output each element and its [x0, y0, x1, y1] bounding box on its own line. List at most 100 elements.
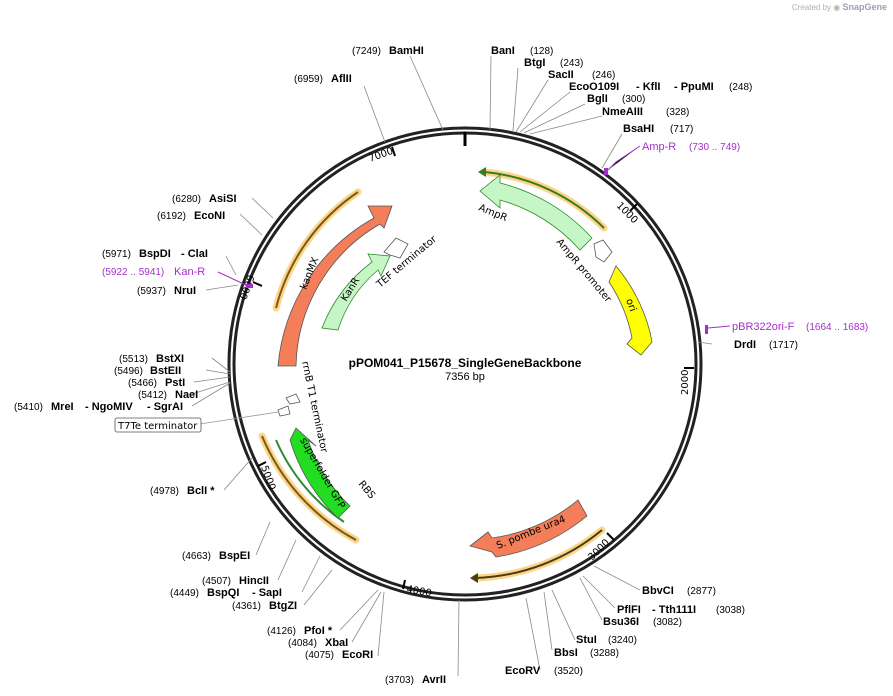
- enzyme-name: BstEII: [150, 365, 181, 377]
- enzyme-pos: (4361): [232, 601, 261, 612]
- enzyme-name: BstXI: [156, 353, 184, 365]
- kanmx-orf-line: [275, 191, 359, 309]
- primer-name: Amp-R: [642, 141, 676, 153]
- enzyme-name-3: - PpuMI: [674, 81, 714, 93]
- plasmid-name: pPOM041_P15678_SingleGeneBackbone: [349, 356, 582, 370]
- t7te-leader: [199, 411, 279, 425]
- primer-label-pbr322ori: pBR322ori-F (1664 .. 1683): [732, 321, 868, 333]
- enzyme-pos: (3703): [385, 675, 414, 686]
- enzyme-pos: (3082): [653, 617, 682, 628]
- enzyme-label-ecori: (4075) EcoRI: [305, 649, 373, 661]
- ampr-orf-line: [484, 171, 605, 229]
- enzyme-pos: (3038): [716, 605, 745, 616]
- enzyme-pos: (6192): [157, 211, 186, 222]
- enzyme-name-2: - Tth111I: [652, 604, 696, 616]
- enzyme-name: EcoRV: [505, 665, 541, 677]
- tick-label-4000: 4000: [405, 584, 432, 599]
- enzyme-label-econi: (6192) EcoNI: [157, 210, 225, 222]
- enzyme-pos: (4084): [288, 638, 317, 649]
- enzyme-pos: (2877): [687, 586, 716, 597]
- plasmid-length: 7356 bp: [445, 371, 485, 383]
- enzyme-pos: (5412): [138, 390, 167, 401]
- enzyme-name: BamHI: [389, 45, 424, 57]
- enzyme-pos: (5971): [102, 249, 131, 260]
- enzyme-label-hincii: (4507) HincII: [202, 575, 269, 587]
- primer-range: (730 .. 749): [689, 142, 740, 153]
- enzyme-name: DrdI: [734, 339, 756, 351]
- enzyme-pos: (4126): [267, 626, 296, 637]
- t7te-label: T7Te terminator: [117, 421, 198, 432]
- enzyme-pos: (5466): [128, 378, 157, 389]
- primer-label-kanr: (5922 .. 5941) Kan-R: [102, 266, 205, 278]
- enzyme-name: PflFI: [617, 604, 641, 616]
- enzyme-name: BspDI: [139, 248, 171, 260]
- enzyme-label-bsahi: BsaHI (717): [623, 123, 693, 135]
- ura4-feature: [469, 499, 588, 558]
- enzyme-name: HincII: [239, 575, 269, 587]
- enzyme-label-xbai: (4084) XbaI: [288, 637, 348, 649]
- enzyme-name-3: - SgrAI: [147, 401, 183, 413]
- enzyme-pos: (4507): [202, 576, 231, 587]
- enzyme-label-aflii: (6959) AflII: [294, 73, 352, 85]
- enzyme-label-stui: StuI (3240): [576, 634, 637, 646]
- sfgfp-orf-line: [261, 435, 357, 541]
- backbone-outer: [227, 126, 703, 602]
- enzyme-name: PfoI *: [304, 625, 333, 637]
- ura4-orf-line: [475, 529, 603, 579]
- enzyme-name: MreI: [51, 401, 74, 413]
- enzyme-label-ecorv: EcoRV (3520): [505, 665, 583, 677]
- enzyme-label-bstxi: (5513) BstXI: [119, 353, 184, 365]
- enzyme-label-mrei: (5410) MreI - NgoMIV - SgrAI: [14, 401, 183, 413]
- rrnb-terminator-feature: [285, 393, 301, 405]
- enzyme-name: BspQI: [207, 587, 239, 599]
- enzyme-pos: (328): [666, 107, 689, 118]
- enzyme-name-2: - KflI: [636, 81, 660, 93]
- enzyme-pos: (4978): [150, 486, 179, 497]
- enzyme-label-bamhi: (7249) BamHI: [352, 45, 424, 57]
- enzyme-label-bspei: (4663) BspEI: [182, 550, 250, 562]
- tick-label-5000: 5000: [258, 464, 277, 492]
- tick-marks: [252, 146, 694, 590]
- enzyme-name: EcoNI: [194, 210, 225, 222]
- primer-label-ampr: Amp-R (730 .. 749): [642, 141, 740, 153]
- enzyme-label-bbvci: BbvCI (2877): [642, 585, 716, 597]
- primer-name: Kan-R: [174, 266, 205, 278]
- enzyme-name-2: - SapI: [252, 587, 282, 599]
- enzyme-label-bspdi: (5971) BspDI - ClaI: [102, 248, 208, 260]
- enzyme-pos: (717): [670, 124, 693, 135]
- enzyme-name: BtgZI: [269, 600, 297, 612]
- enzyme-label-asisi: (6280) AsiSI: [172, 193, 237, 205]
- enzyme-name: Bsu36I: [603, 616, 639, 628]
- ampr-feature: [479, 174, 593, 251]
- ori-feature: [608, 265, 653, 356]
- enzyme-label-btgi: BtgI (243): [524, 57, 583, 69]
- enzyme-label-avrii: (3703) AvrII: [385, 674, 446, 686]
- enzyme-label-btgzi: (4361) BtgZI: [232, 600, 297, 612]
- ura4-orf-head: [470, 573, 478, 583]
- enzyme-name-2: - NgoMIV: [85, 401, 133, 413]
- enzyme-name: NmeAIII: [602, 106, 643, 118]
- primer-marks: [217, 145, 731, 329]
- enzyme-name: NaeI: [175, 389, 198, 401]
- enzyme-pos: (300): [622, 94, 645, 105]
- enzyme-name: XbaI: [325, 637, 348, 649]
- enzyme-label-bsu36i: Bsu36I (3082): [603, 616, 682, 628]
- enzyme-label-drdi: DrdI (1717): [734, 339, 798, 351]
- enzyme-pos: (6959): [294, 74, 323, 85]
- kanmx-feature: [277, 205, 393, 367]
- enzyme-pos: (248): [729, 82, 752, 93]
- enzyme-pos: (3288): [590, 648, 619, 659]
- enzyme-label-bcli: (4978) BclI *: [150, 485, 215, 497]
- credit-brand: SnapGene: [842, 2, 887, 12]
- enzyme-name: EcoO109I: [569, 81, 619, 93]
- primer-name: pBR322ori-F: [732, 321, 795, 333]
- enzyme-name: SacII: [548, 69, 574, 81]
- tick-label-2000: 2000: [680, 370, 691, 395]
- enzyme-name: BspEI: [219, 550, 250, 562]
- enzyme-pos: (5496): [114, 366, 143, 377]
- primer-kanr-mark: [246, 284, 253, 288]
- primer-ampr-mark: [604, 168, 608, 175]
- tef-terminator-feature: [383, 237, 409, 259]
- enzyme-pos: (4075): [305, 650, 334, 661]
- enzyme-name: BanI: [491, 45, 515, 57]
